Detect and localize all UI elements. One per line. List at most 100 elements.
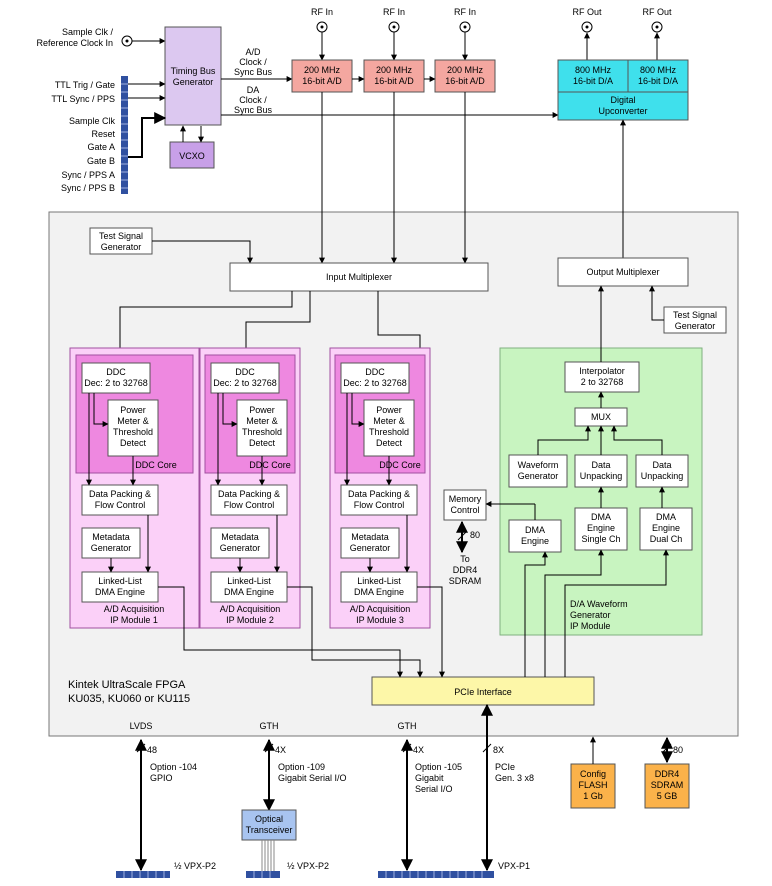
dac-2: 800 MHz 16-bit D/A	[627, 59, 689, 93]
m3-mod-line2: IP Module 3	[356, 615, 404, 625]
timing-bus-generator: Timing Bus Generator	[164, 26, 222, 126]
m3-dp-line2: Flow Control	[354, 500, 405, 510]
dmas-line2: Engine	[587, 523, 615, 533]
digital-upconverter: Digital Upconverter	[557, 91, 689, 121]
m2-pm-line2: Meter &	[246, 416, 278, 426]
dmas-line3: Single Ch	[581, 534, 620, 544]
pcie-bus-line2: Gen. 3 x8	[495, 773, 534, 783]
mem-to-line3: SDRAM	[449, 576, 482, 586]
wave-line1: Waveform	[518, 460, 559, 470]
mem-to-line2: DDR4	[453, 565, 478, 575]
input-multiplexer: Input Multiplexer	[229, 262, 489, 292]
rf-in-label-2: RF In	[383, 7, 405, 17]
m2-mod-line2: IP Module 2	[226, 615, 274, 625]
memctl-line1: Memory	[449, 494, 482, 504]
dac-2-line1: 800 MHz	[640, 65, 677, 75]
m1-ddc-line2: Dec: 2 to 32768	[84, 378, 148, 388]
opt104-line1: Option -104	[150, 762, 197, 772]
ad-clock-bus-line3: Sync Bus	[234, 67, 273, 77]
m1-mod-line2: IP Module 1	[110, 615, 158, 625]
flash-line3: 1 Gb	[583, 791, 603, 801]
rf-in-connector-1	[316, 21, 328, 33]
m3-md-line1: Metadata	[351, 532, 389, 542]
test-signal-generator-out: Test Signal Generator	[663, 306, 727, 334]
rf-out-connector-2	[651, 21, 663, 33]
unpack-b-line1: Data	[652, 460, 671, 470]
adc-2-line1: 200 MHz	[376, 65, 413, 75]
dmad-line3: Dual Ch	[650, 534, 683, 544]
opt109-line1: Option -109	[278, 762, 325, 772]
interp-line1: Interpolator	[579, 366, 625, 376]
tsg-in-line2: Generator	[101, 242, 142, 252]
unpack-a-line2: Unpacking	[580, 471, 623, 481]
opt105-line3: Serial I/O	[415, 784, 453, 794]
gpio-label-3: Sample Clk	[69, 116, 116, 126]
m3-ll-line2: DMA Engine	[354, 587, 404, 597]
dac-mod-line3: IP Module	[570, 621, 610, 631]
m1-ll-line1: Linked-List	[98, 576, 142, 586]
m1-md-line1: Metadata	[92, 532, 130, 542]
m1-pm-line3: Threshold	[113, 427, 153, 437]
dma-line2: Engine	[521, 536, 549, 546]
m1-pm-line1: Power	[120, 405, 146, 415]
opt109-line2: Gigabit Serial I/O	[278, 773, 347, 783]
dmad-line2: Engine	[652, 523, 680, 533]
w4x2-label: 4X	[413, 745, 424, 755]
m3-pm-line1: Power	[376, 405, 402, 415]
timing-bus-line2: Generator	[173, 77, 214, 87]
vpx-p2-connector-b	[246, 871, 280, 878]
vpx-p1-label: VPX-P1	[498, 861, 530, 871]
m2-ll-line2: DMA Engine	[224, 587, 274, 597]
ddr4-sdram: DDR4 SDRAM 5 GB	[644, 763, 690, 809]
m2-pm-line3: Threshold	[242, 427, 282, 437]
m3-ddc-line1: DDC	[365, 367, 385, 377]
da-clock-bus-line3: Sync Bus	[234, 105, 273, 115]
m2-ddc-core-label: DDC Core	[249, 460, 291, 470]
m1-dp-line2: Flow Control	[95, 500, 146, 510]
m3-pm-line2: Meter &	[373, 416, 405, 426]
flash-line1: Config	[580, 769, 606, 779]
ad-clock-bus-line2: Clock /	[239, 57, 267, 67]
gpio-label-1: TTL Trig / Gate	[55, 80, 115, 90]
gpio-label-6: Gate B	[87, 156, 115, 166]
w4x1-label: 4X	[275, 745, 286, 755]
gpio-label-8: Sync / PPS B	[61, 183, 115, 193]
rf-in-label-1: RF In	[311, 7, 333, 17]
m1-pm-line4: Detect	[120, 438, 147, 448]
mem-to-line1: To	[460, 554, 470, 564]
m1-pm-line2: Meter &	[117, 416, 149, 426]
m3-pm-line4: Detect	[376, 438, 403, 448]
vcxo-block: VCXO	[169, 141, 215, 169]
tsg-out-line2: Generator	[675, 321, 716, 331]
w48-label: 48	[147, 745, 157, 755]
optical-transceiver: Optical Transceiver	[241, 809, 297, 841]
adc-1-line2: 16-bit A/D	[302, 76, 342, 86]
m1-md-line2: Generator	[91, 543, 132, 553]
adc-1: 200 MHz 16-bit A/D	[291, 59, 353, 93]
unpack-a-line1: Data	[591, 460, 610, 470]
input-mux-label: Input Multiplexer	[326, 272, 392, 282]
tsg-in-line1: Test Signal	[99, 231, 143, 241]
adc-2: 200 MHz 16-bit A/D	[363, 59, 425, 93]
gth1-label: GTH	[260, 721, 279, 731]
adc-1-line1: 200 MHz	[304, 65, 341, 75]
adc-2-line2: 16-bit A/D	[374, 76, 414, 86]
rf-in-connector-2	[388, 21, 400, 33]
clock-label-2: Reference Clock In	[36, 38, 113, 48]
m1-ddc-line1: DDC	[106, 367, 126, 377]
dac-1-line1: 800 MHz	[575, 65, 612, 75]
vpx-p2a-label: ½ VPX-P2	[174, 861, 216, 871]
rf-in-label-3: RF In	[454, 7, 476, 17]
pcie-interface-label: PCIe Interface	[454, 687, 512, 697]
m1-ll-line2: DMA Engine	[95, 587, 145, 597]
m2-ddc-line1: DDC	[235, 367, 255, 377]
dmas-line1: DMA	[591, 512, 611, 522]
mem-bus-width: 80	[470, 530, 480, 540]
gpio-label-5: Gate A	[87, 142, 115, 152]
gpio-label-4: Reset	[91, 129, 115, 139]
output-mux-label: Output Multiplexer	[586, 267, 659, 277]
timing-bus-box	[164, 26, 222, 126]
rf-out-label-2: RF Out	[642, 7, 672, 17]
ddr-line1: DDR4	[655, 769, 680, 779]
